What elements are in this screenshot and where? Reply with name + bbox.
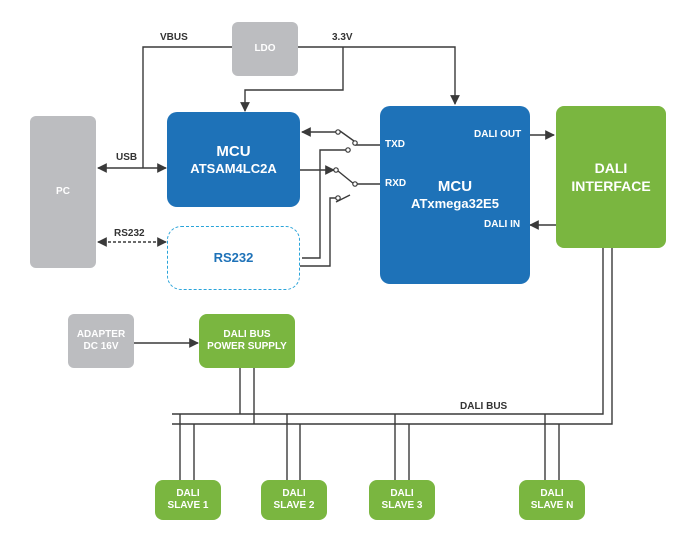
slave1-line1: DALI bbox=[176, 488, 200, 499]
dali-slave-1-block: DALI SLAVE 1 bbox=[155, 480, 221, 520]
txd-label: TXD bbox=[385, 139, 405, 150]
adapter-line2: DC 16V bbox=[83, 341, 119, 352]
rxd-switch-contact-a bbox=[333, 167, 339, 173]
v33-wire bbox=[298, 46, 460, 105]
vbus-wire bbox=[142, 46, 232, 168]
v33-label: 3.3V bbox=[332, 32, 353, 43]
rs232-block-label: RS232 bbox=[213, 250, 254, 265]
txd-switch-contact-c bbox=[345, 147, 351, 153]
dali-slave-3-block: DALI SLAVE 3 bbox=[369, 480, 435, 520]
psu-line2: POWER SUPPLY bbox=[207, 341, 287, 352]
dali-slave-n-block: DALI SLAVE N bbox=[519, 480, 585, 520]
dali-interface-bus-2 bbox=[172, 248, 613, 425]
pc-block: PC bbox=[30, 116, 96, 268]
rxd-switch-blade bbox=[337, 170, 355, 185]
usb-label: USB bbox=[116, 152, 138, 163]
slave2-line2: SLAVE 2 bbox=[273, 500, 315, 511]
dali-out-label: DALI OUT bbox=[474, 129, 522, 140]
txd-switch-contact-a bbox=[335, 129, 341, 135]
txd-switch-blade bbox=[339, 130, 355, 142]
rxd-switch-contact-b bbox=[352, 181, 358, 187]
psu-line1: DALI BUS bbox=[223, 329, 271, 340]
txd-to-rs232 bbox=[302, 149, 346, 259]
adapter-block: ADAPTER DC 16V bbox=[68, 314, 134, 368]
v33-mcu1-wire bbox=[240, 47, 344, 112]
dali-bus-label: DALI BUS bbox=[460, 401, 508, 412]
mcu1-title: MCU bbox=[216, 142, 251, 160]
ldo-block: LDO bbox=[232, 22, 298, 76]
dali-bus-power-supply-block: DALI BUS POWER SUPPLY bbox=[199, 314, 295, 368]
rs232-block: RS232 bbox=[167, 226, 300, 290]
slaven-line1: DALI bbox=[540, 488, 564, 499]
slave3-line2: SLAVE 3 bbox=[381, 500, 423, 511]
rs232-wire-label: RS232 bbox=[114, 228, 145, 239]
pc-label: PC bbox=[56, 186, 70, 197]
mcu1-block: MCU ATSAM4LC2A bbox=[167, 112, 300, 207]
dali-interface-line2: INTERFACE bbox=[571, 178, 651, 194]
slave1-line2: SLAVE 1 bbox=[167, 500, 209, 511]
dali-in-label: DALI IN bbox=[484, 219, 521, 230]
rxd-label: RXD bbox=[385, 178, 407, 189]
mcu2-title: MCU bbox=[437, 178, 473, 195]
rs232-to-rxd bbox=[300, 197, 336, 267]
txd-switch-contact-b bbox=[352, 140, 358, 146]
adapter-line1: ADAPTER bbox=[76, 329, 126, 340]
slaven-line2: SLAVE N bbox=[530, 500, 574, 511]
rxd-lower-blade bbox=[335, 194, 351, 203]
vbus-label: VBUS bbox=[160, 32, 188, 43]
mcu2-part: ATxmega32E5 bbox=[411, 196, 499, 211]
ldo-label: LDO bbox=[254, 43, 276, 54]
mcu1-part: ATSAM4LC2A bbox=[190, 160, 277, 176]
dali-interface-block: DALI INTERFACE bbox=[556, 106, 666, 248]
rxd-switch-contact-c bbox=[335, 195, 341, 201]
dali-slave-2-block: DALI SLAVE 2 bbox=[261, 480, 327, 520]
slave3-line1: DALI bbox=[390, 488, 414, 499]
dali-interface-line1: DALI bbox=[594, 160, 628, 176]
mcu2-block: MCU ATxmega32E5 bbox=[380, 106, 530, 284]
slave2-line1: DALI bbox=[282, 488, 306, 499]
dali-interface-bus-1 bbox=[172, 248, 604, 415]
